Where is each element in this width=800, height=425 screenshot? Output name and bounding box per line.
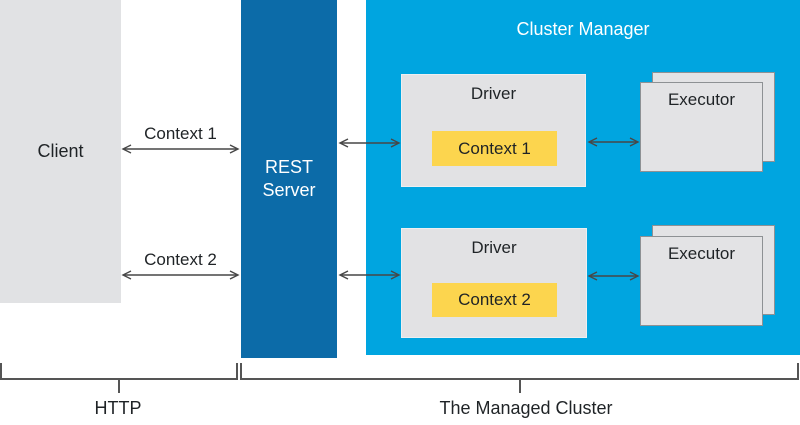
context-2-box: Context 2 (432, 283, 557, 317)
driver-1-box: Driver (401, 74, 586, 187)
driver-2-label: Driver (471, 238, 517, 257)
double-arrow-driver-executor-2-icon (587, 271, 640, 281)
rest-server-label-line1: REST (264, 157, 313, 177)
context-1-box: Context 1 (432, 131, 557, 166)
client-label: Client (37, 141, 84, 161)
executor-2-label: Executor (667, 244, 736, 263)
executor-2-box: Executor (640, 236, 763, 326)
double-arrow-rest-driver-2-icon (338, 270, 401, 280)
rest-server-label-line2: Server (262, 180, 316, 200)
driver-1-label: Driver (470, 84, 517, 103)
double-arrow-driver-executor-1-icon (587, 137, 640, 147)
http-legend-label: HTTP (94, 398, 142, 418)
double-arrow-client-rest-1-icon (121, 144, 240, 154)
cluster-manager-title: Cluster Manager (516, 19, 650, 39)
managed-cluster-legend-label: The Managed Cluster (439, 398, 613, 418)
connection-context-1-label: Context 1 (144, 124, 217, 143)
executor-1-label: Executor (667, 90, 736, 109)
double-arrow-rest-driver-1-icon (338, 138, 401, 148)
scope-brackets-icon (0, 363, 799, 393)
double-arrow-client-rest-2-icon (121, 270, 240, 280)
client-box: Client (0, 0, 121, 303)
context-1-label: Context 1 (458, 138, 531, 158)
rest-server-box: REST Server (241, 0, 337, 358)
connection-context-2-label: Context 2 (144, 250, 217, 269)
context-2-label: Context 2 (458, 290, 531, 309)
executor-1-box: Executor (640, 82, 763, 172)
